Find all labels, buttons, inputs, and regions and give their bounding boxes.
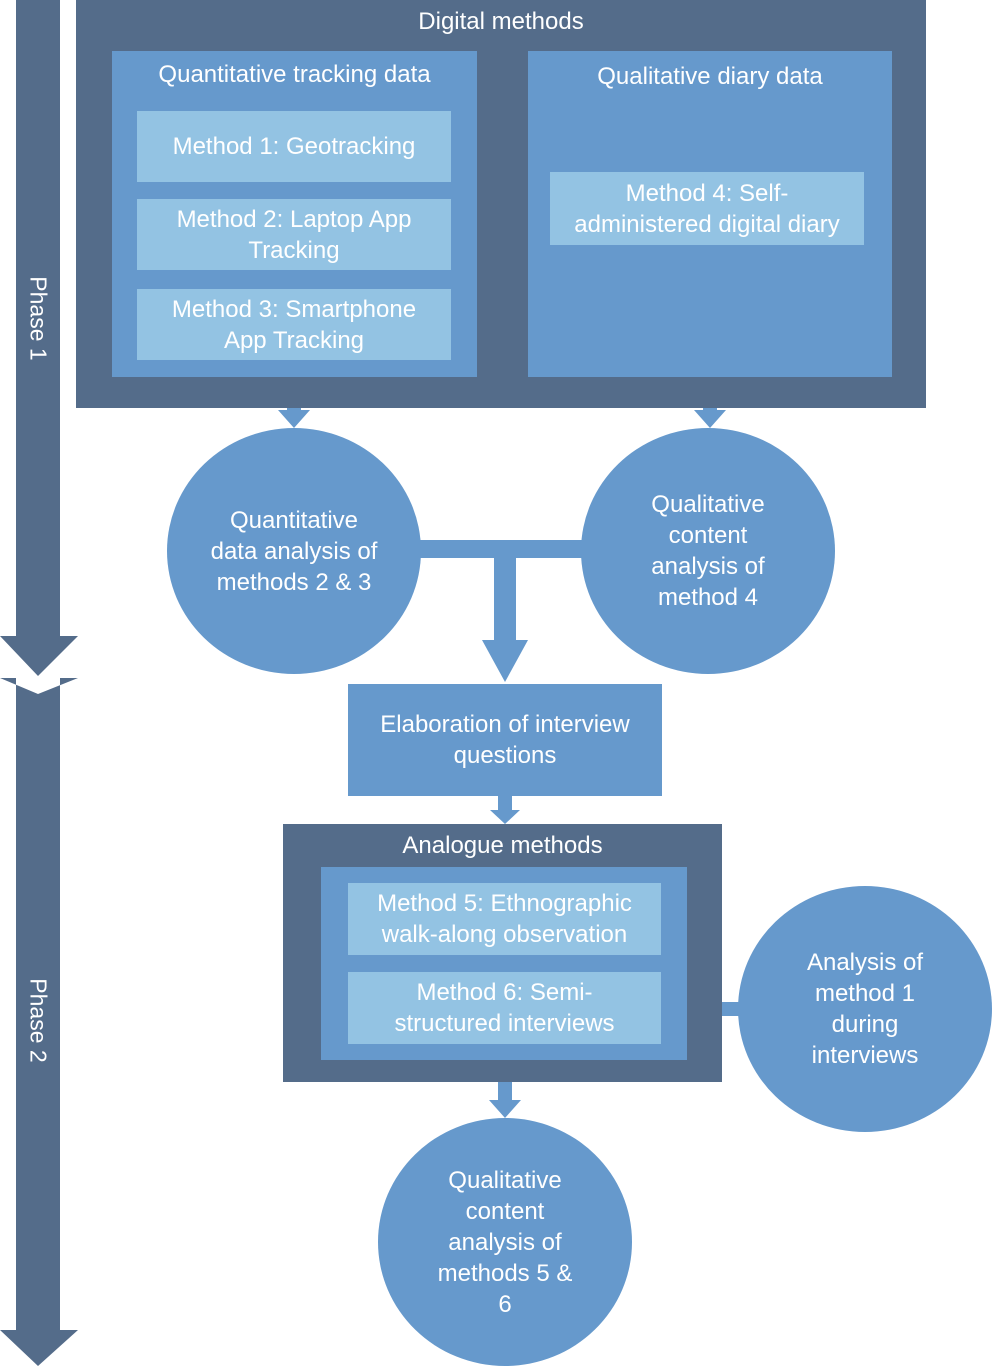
phase2-label: Phase 2: [25, 977, 52, 1063]
method4-digital-diary: Method 4: Self-administered digital diar…: [550, 172, 864, 245]
qualitative-diary-panel: Qualitative diary data Method 4: Self-ad…: [528, 51, 892, 377]
qualitative-diary-title: Qualitative diary data: [597, 63, 823, 90]
arrow-analogue-to-final: [489, 1060, 521, 1118]
qualitative-analysis-circle: Qualitative content analysis of method 4: [581, 428, 835, 674]
phase1-arrow: [0, 0, 78, 676]
phase2-arrow: [0, 678, 78, 1366]
arrow-elaboration-to-analogue: [490, 796, 520, 824]
analogue-methods-title: Analogue methods: [402, 832, 603, 859]
digital-methods-title: Digital methods: [418, 8, 584, 35]
final-analysis-circle: Qualitative content analysis of methods …: [378, 1118, 632, 1366]
connector-circles: [410, 540, 590, 558]
method2-laptop-tracking: Method 2: Laptop App Tracking: [137, 199, 451, 270]
method3-smartphone-tracking: Method 3: Smartphone App Tracking: [137, 289, 451, 360]
method6-interviews: Method 6: Semi-structured interviews: [348, 972, 661, 1044]
analogue-methods-panel: Analogue methods Method 5: Ethnographic …: [283, 824, 722, 1082]
quantitative-tracking-panel: Quantitative tracking data Method 1: Geo…: [112, 51, 477, 377]
method1-geotracking: Method 1: Geotracking: [137, 111, 451, 182]
phase1-label: Phase 1: [25, 275, 52, 361]
method5-walk-along: Method 5: Ethnographic walk-along observ…: [348, 883, 661, 955]
arrow-to-elaboration: [482, 558, 528, 682]
elaboration-box: Elaboration of interview questions: [348, 684, 662, 796]
analogue-inner-panel: Method 5: Ethnographic walk-along observ…: [321, 867, 687, 1060]
quantitative-tracking-title: Quantitative tracking data: [158, 61, 431, 88]
method1-analysis-circle: Analysis of method 1 during interviews: [738, 886, 992, 1132]
quantitative-analysis-circle: Quantitative data analysis of methods 2 …: [167, 428, 421, 674]
digital-methods-panel: Digital methods Quantitative tracking da…: [76, 0, 926, 408]
